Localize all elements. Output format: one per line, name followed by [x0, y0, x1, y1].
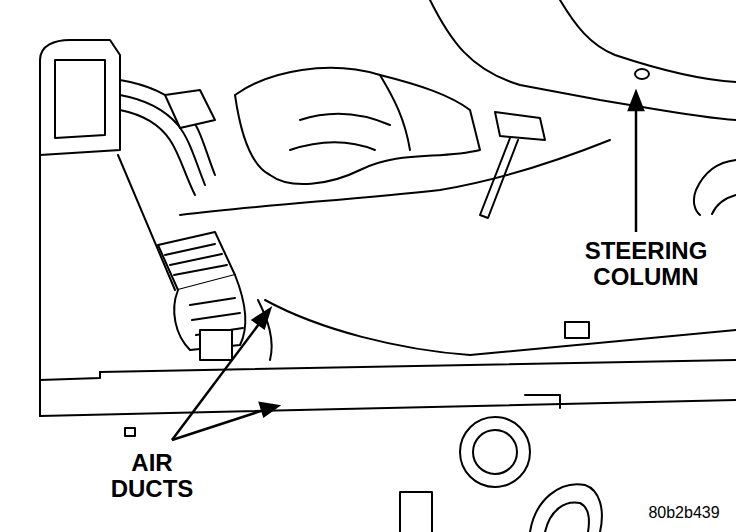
leader-line: [172, 320, 262, 440]
junction-block: [40, 40, 120, 155]
figure-id: 80b2b439: [646, 504, 721, 521]
duct-loop: [545, 502, 589, 532]
arrowhead: [629, 92, 643, 110]
finger-line: [380, 75, 410, 150]
duct-marker: [125, 428, 135, 436]
part-name: STEERING COLUMN: [583, 238, 710, 290]
column-trim-lower: [265, 300, 736, 355]
shroud-hole: [635, 69, 649, 79]
label-text: 80b2b439: [646, 504, 721, 521]
air-duct-top: [100, 360, 736, 372]
arrowhead: [260, 403, 278, 416]
trim-curve: [712, 195, 736, 214]
clip: [565, 322, 589, 338]
finger-line: [290, 143, 375, 151]
wire-harness: [120, 80, 215, 175]
bracket: [400, 492, 432, 532]
panel-edge: [39, 155, 41, 416]
part-name: AIR DUCTS: [109, 450, 196, 502]
leader-line: [172, 410, 264, 440]
trim-curve: [694, 160, 736, 215]
connector-plug: [200, 330, 232, 360]
finger-line: [300, 114, 390, 125]
duct-outlet-round: [473, 430, 517, 474]
column-trim: [180, 140, 610, 215]
lever-mount: [495, 112, 545, 140]
duct-tab: [525, 395, 560, 408]
duct-outlet-round: [460, 417, 530, 487]
column-shroud-edge: [560, 0, 736, 82]
leader-line: [635, 104, 638, 232]
arrowhead: [253, 309, 270, 328]
leader-arrows: [172, 92, 643, 440]
connector-ribs: [165, 244, 227, 275]
line-art: [40, 0, 736, 532]
hand: [235, 68, 480, 184]
panel-edge: [118, 155, 175, 290]
label-text: AIR DUCTS: [109, 450, 196, 502]
connector: [165, 90, 215, 128]
column-shroud: [430, 0, 736, 120]
air-duct-bottom: [40, 400, 736, 416]
label-text: STEERING COLUMN: [583, 238, 710, 290]
air-duct-end: [40, 372, 100, 380]
duct-loop: [530, 484, 602, 532]
junction-block-face: [55, 60, 105, 138]
